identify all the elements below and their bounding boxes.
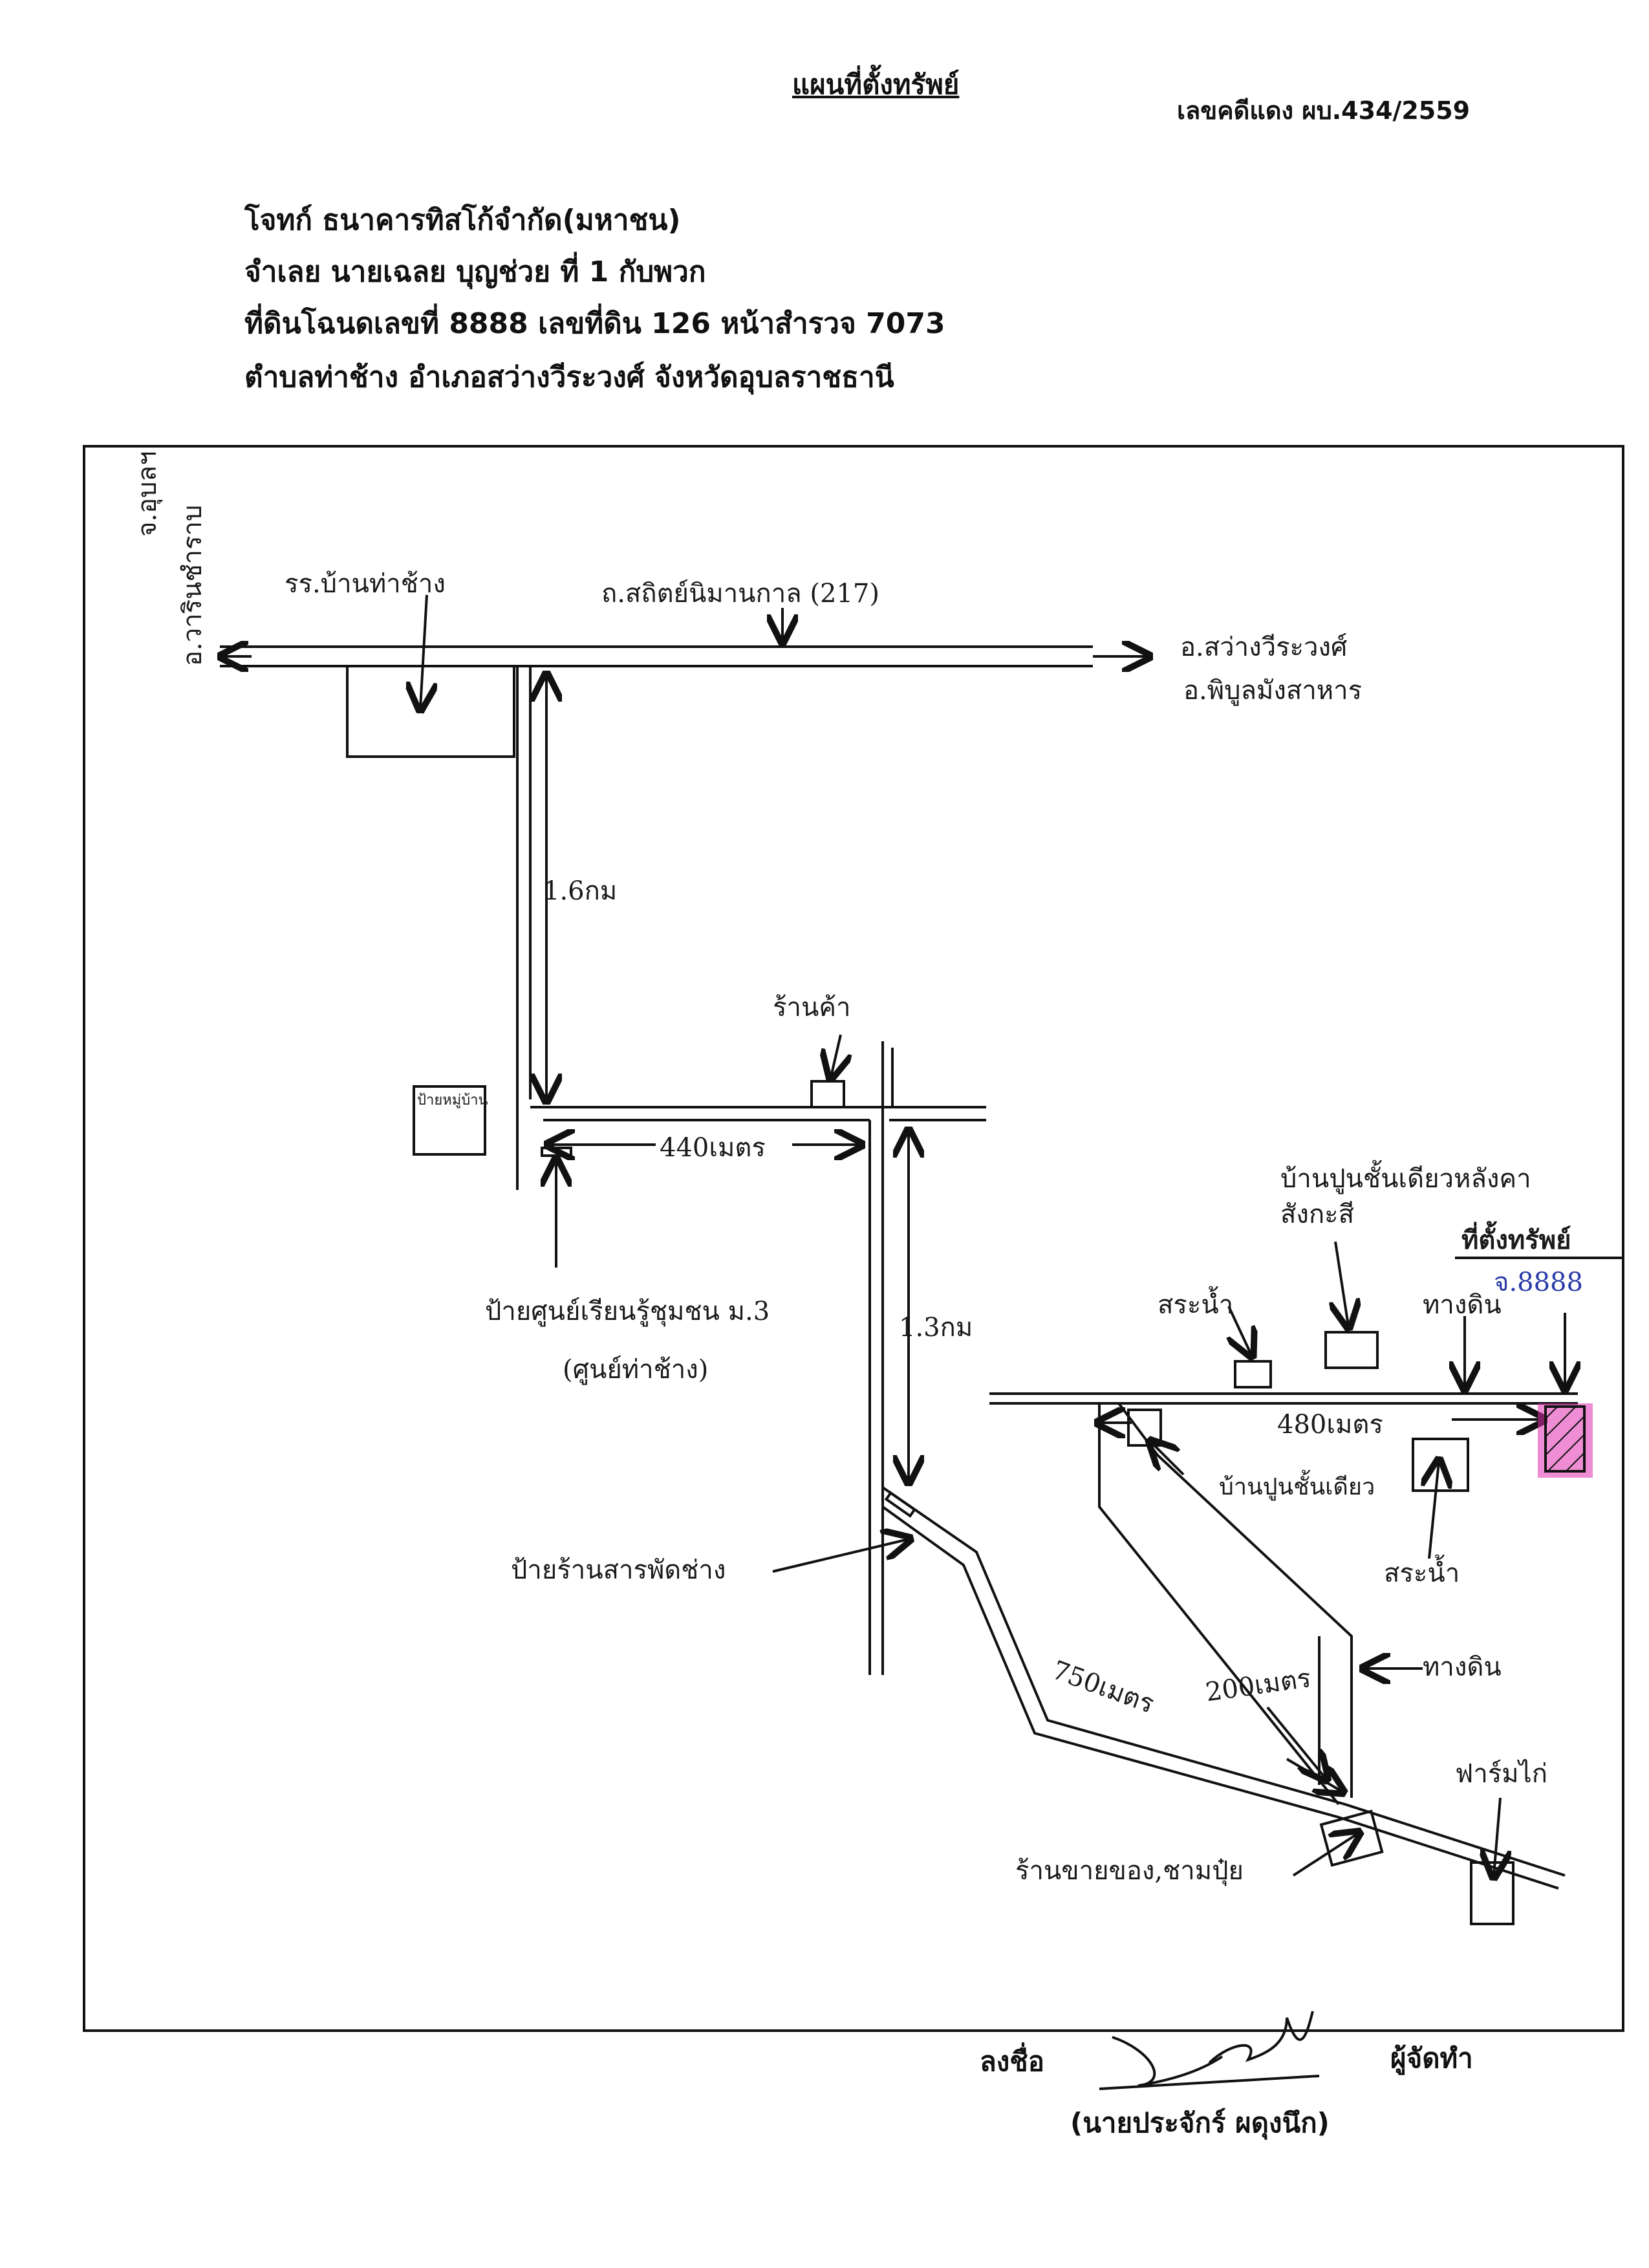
map-frame: [83, 445, 1624, 2032]
pond-2-label: สระน้ำ: [1384, 1559, 1460, 1588]
left-destination-2: อ.วารินชำราบ: [178, 504, 208, 666]
learning-center-sublabel: (ศูนย์ท่าช้าง): [563, 1355, 709, 1385]
deed-line: ที่ดินโฉนดเลขที่ 8888 เลขที่ดิน 126 หน้า…: [244, 307, 945, 340]
defendant-line: จำเลย นายเฉลย บุญช่วย ที่ 1 กับพวก: [244, 255, 706, 288]
right-destination-1: อ.สว่างวีระวงศ์: [1180, 632, 1348, 662]
lane-upper: [881, 1486, 1566, 1877]
dirt-road-label-2: ทางดิน: [1423, 1652, 1502, 1682]
house-label: บ้านปูนชั้นเดียวหลังคา: [1280, 1164, 1531, 1194]
main-road-label: ถ.สถิตย์นิมานกาล (217): [601, 579, 879, 609]
preparer-name: (นายประจักร์ ผดุงนึก): [1070, 2107, 1330, 2139]
grocery-label: ร้านขายของ,ชามปุ๋ย: [1015, 1856, 1244, 1886]
property-marker: [1544, 1405, 1586, 1473]
plaintiff-line: โจทก์ ธนาคารทิสโก้จำกัด(มหาชน): [244, 204, 681, 237]
farm-label: ฟาร์มไก่: [1455, 1759, 1547, 1789]
left-destination-1: จ.อุบลฯ: [133, 451, 162, 537]
pond-1-label: สระน้ำ: [1158, 1290, 1234, 1320]
village-sign-box: [413, 1085, 486, 1156]
distance-4: 480เมตร: [1277, 1410, 1383, 1440]
store-label: ร้านค้า: [773, 993, 851, 1022]
dirt-road-label-1: ทางดิน: [1423, 1290, 1502, 1320]
house-single-box: [1127, 1409, 1162, 1447]
right-destination-2: อ.พิบูลมังสาหาร: [1183, 676, 1363, 706]
house-box: [1324, 1331, 1379, 1369]
property-label: ที่ตั้งทรัพย์: [1461, 1225, 1571, 1255]
village-sign-label: ป้ายหมู่บ้าน: [417, 1092, 488, 1108]
store-box: [810, 1080, 845, 1108]
signature-scribble: [1099, 2011, 1320, 2090]
distance-1: 1.6กม: [543, 876, 618, 906]
pond-2-box: [1412, 1438, 1469, 1492]
distance-2: 440เมตร: [660, 1133, 766, 1163]
school-plot: [346, 665, 515, 758]
sign-label: ลงชื่อ: [980, 2046, 1044, 2077]
shop-sign-label: ป้ายร้านสารพัดช่าง: [511, 1555, 726, 1585]
map-title: แผนที่ตั้งทรัพย์: [792, 69, 960, 100]
distance-3: 1.3กม: [899, 1313, 973, 1343]
preparer-role: ผู้จัดทำ: [1390, 2042, 1473, 2074]
house-label-2: สังกะสี: [1280, 1200, 1355, 1229]
learning-center-label: ป้ายศูนย์เรียนรู้ชุมชน ม.3: [485, 1297, 770, 1326]
location-line: ตำบลท่าช้าง อำเภอสว่างวีระวงศ์ จังหวัดอุ…: [244, 361, 894, 394]
lane-lower: [881, 1506, 1559, 1890]
house-single-label: บ้านปูนชั้นเดียว: [1219, 1474, 1375, 1500]
school-label: รร.บ้านท่าช้าง: [285, 569, 446, 599]
pond-1-box: [1234, 1360, 1272, 1388]
property-deed: จ.8888: [1494, 1268, 1583, 1297]
case-number: เลขคดีแดง ผบ.434/2559: [1177, 96, 1471, 125]
